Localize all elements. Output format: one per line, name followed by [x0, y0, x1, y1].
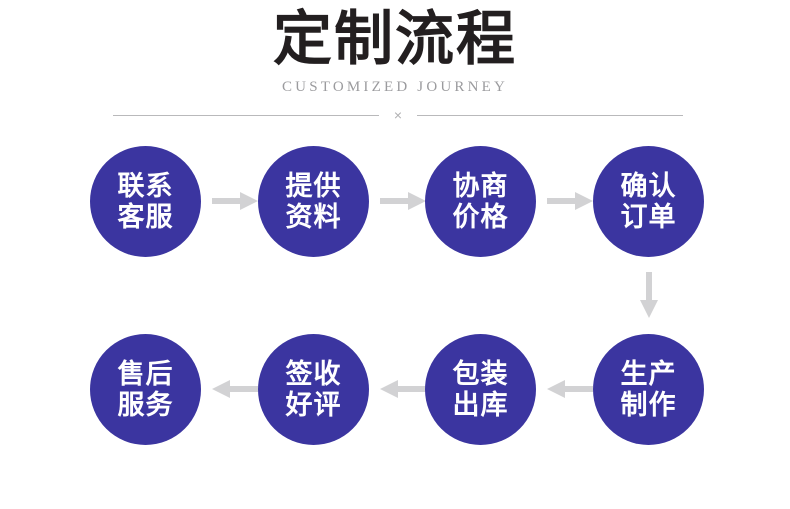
arrow-right-icon [547, 189, 593, 213]
title-divider: × [113, 108, 683, 122]
flow-step-line-2: 服务 [117, 389, 174, 421]
flow-step-after-sales-service[interactable]: 售后 服务 [90, 334, 201, 445]
flow-step-line-1: 联系 [117, 170, 174, 202]
arrow-left-icon [547, 377, 593, 401]
divider-cross-icon: × [393, 107, 403, 123]
flow-step-line-1: 提供 [285, 170, 342, 202]
flow-step-line-2: 价格 [452, 201, 509, 233]
arrow-left-icon [380, 377, 426, 401]
arrow-left-icon [212, 377, 258, 401]
divider-rule-right [417, 114, 683, 116]
flow-step-contact-support[interactable]: 联系 客服 [90, 146, 201, 257]
flow-step-negotiate-price[interactable]: 协商 价格 [425, 146, 536, 257]
flow-step-confirm-order[interactable]: 确认 订单 [593, 146, 704, 257]
flow-step-line-1: 确认 [620, 170, 677, 202]
header: 定制流程 CUSTOMIZED JOURNEY [0, 0, 790, 97]
flow-step-sign-and-review[interactable]: 签收 好评 [258, 334, 369, 445]
arrow-right-icon [380, 189, 426, 213]
flow-step-packing-and-shipping[interactable]: 包装 出库 [425, 334, 536, 445]
flow-step-production[interactable]: 生产 制作 [593, 334, 704, 445]
flow-step-line-2: 订单 [620, 201, 677, 233]
divider-rule-left [113, 114, 379, 116]
flow-step-line-1: 生产 [620, 358, 677, 390]
flow-step-provide-materials[interactable]: 提供 资料 [258, 146, 369, 257]
flow-step-line-2: 客服 [117, 201, 174, 233]
arrow-right-icon [212, 189, 258, 213]
flow-step-line-2: 好评 [285, 389, 342, 421]
flow-step-line-2: 制作 [620, 389, 677, 421]
flow-step-line-1: 签收 [285, 358, 342, 390]
flow-step-line-2: 资料 [285, 201, 342, 233]
page-title: 定制流程 [272, 4, 517, 73]
flow-step-line-2: 出库 [452, 389, 509, 421]
page-subtitle: CUSTOMIZED JOURNEY [281, 79, 509, 95]
flow-step-line-1: 协商 [452, 170, 509, 202]
flow-step-line-1: 售后 [117, 358, 174, 390]
flow-step-line-1: 包装 [452, 358, 509, 390]
arrow-down-icon [637, 272, 661, 318]
